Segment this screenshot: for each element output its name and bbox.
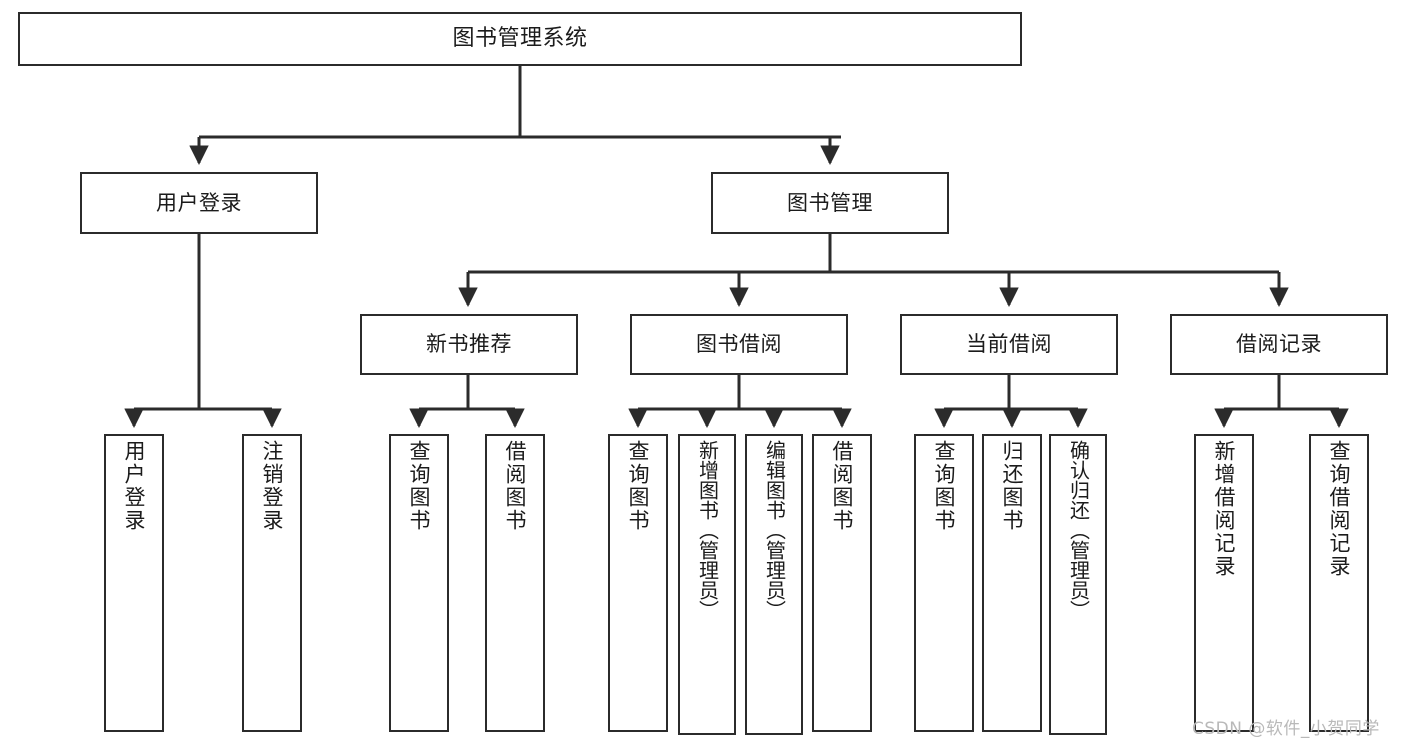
node-user-login[interactable]: 用户登录 [80, 172, 318, 234]
node-user-login-label: 用户登录 [156, 190, 242, 215]
node-root-label: 图书管理系统 [452, 26, 588, 52]
leaf-return-book-label: 归还图书 [1000, 440, 1025, 532]
leaf-query-borrow-record[interactable]: 查询借阅记录 [1309, 434, 1369, 732]
node-book-management-label: 图书管理 [787, 190, 873, 215]
leaf-query-book-newbook[interactable]: 查询图书 [389, 434, 449, 732]
leaf-add-book-admin[interactable]: 新增图书（管理员） [678, 434, 736, 735]
leaf-query-book-newbook-label: 查询图书 [407, 440, 432, 532]
leaf-borrow-book[interactable]: 借阅图书 [812, 434, 872, 732]
node-book-management[interactable]: 图书管理 [711, 172, 949, 234]
leaf-edit-book-admin-label: 编辑图书（管理员） [762, 440, 787, 620]
leaf-borrow-book-newbook-label: 借阅图书 [503, 440, 528, 532]
leaf-add-borrow-record-label: 新增借阅记录 [1212, 440, 1237, 578]
node-borrow-record[interactable]: 借阅记录 [1170, 314, 1388, 375]
leaf-confirm-return-admin-label: 确认归还（管理员） [1066, 440, 1091, 620]
leaf-borrow-book-label: 借阅图书 [830, 440, 855, 532]
leaf-logout-label: 注销登录 [260, 440, 285, 532]
leaf-return-book[interactable]: 归还图书 [982, 434, 1042, 732]
node-book-borrow[interactable]: 图书借阅 [630, 314, 848, 375]
leaf-user-login[interactable]: 用户登录 [104, 434, 164, 732]
node-current-borrow-label: 当前借阅 [966, 332, 1052, 357]
leaf-query-book-borrow[interactable]: 查询图书 [608, 434, 668, 732]
leaf-add-book-admin-label: 新增图书（管理员） [695, 440, 720, 620]
node-new-book-recommend-label: 新书推荐 [426, 332, 512, 357]
node-new-book-recommend[interactable]: 新书推荐 [360, 314, 578, 375]
leaf-edit-book-admin[interactable]: 编辑图书（管理员） [745, 434, 803, 735]
node-root[interactable]: 图书管理系统 [18, 12, 1022, 66]
leaf-query-borrow-record-label: 查询借阅记录 [1327, 440, 1352, 578]
leaf-query-book-current-label: 查询图书 [932, 440, 957, 532]
leaf-logout[interactable]: 注销登录 [242, 434, 302, 732]
node-current-borrow[interactable]: 当前借阅 [900, 314, 1118, 375]
node-borrow-record-label: 借阅记录 [1236, 332, 1322, 357]
leaf-borrow-book-newbook[interactable]: 借阅图书 [485, 434, 545, 732]
node-book-borrow-label: 图书借阅 [696, 332, 782, 357]
leaf-query-book-current[interactable]: 查询图书 [914, 434, 974, 732]
leaf-add-borrow-record[interactable]: 新增借阅记录 [1194, 434, 1254, 732]
csdn-watermark: CSDN @软件_小贺同学 [1192, 719, 1380, 739]
leaf-confirm-return-admin[interactable]: 确认归还（管理员） [1049, 434, 1107, 735]
leaf-query-book-borrow-label: 查询图书 [626, 440, 651, 532]
leaf-user-login-label: 用户登录 [122, 440, 147, 532]
